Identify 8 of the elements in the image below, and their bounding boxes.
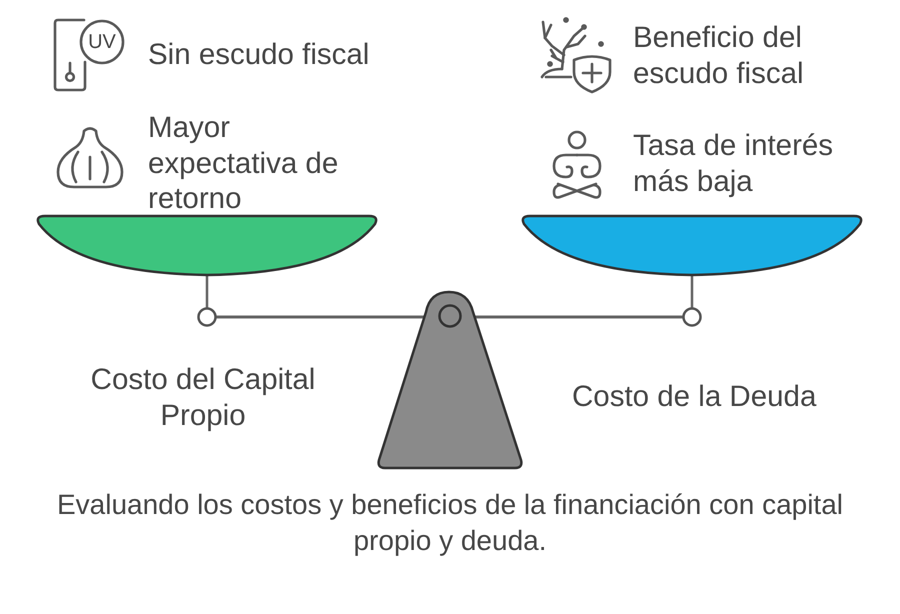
caption: Evaluando los costos y beneficios de la financiación con capital propio y deuda. xyxy=(56,488,844,558)
side-label: Costo del Capital Propio xyxy=(90,362,316,433)
side-label: Costo de la Deuda xyxy=(572,379,816,414)
factor-label: Sin escudo fiscal xyxy=(148,37,370,72)
factor-label: Beneficio del escudo fiscal xyxy=(633,20,805,91)
factor-label: Tasa de interés más baja xyxy=(633,128,834,199)
factor-label: Mayor expectativa de retorno xyxy=(148,110,340,216)
icon-text: UV xyxy=(88,30,116,55)
